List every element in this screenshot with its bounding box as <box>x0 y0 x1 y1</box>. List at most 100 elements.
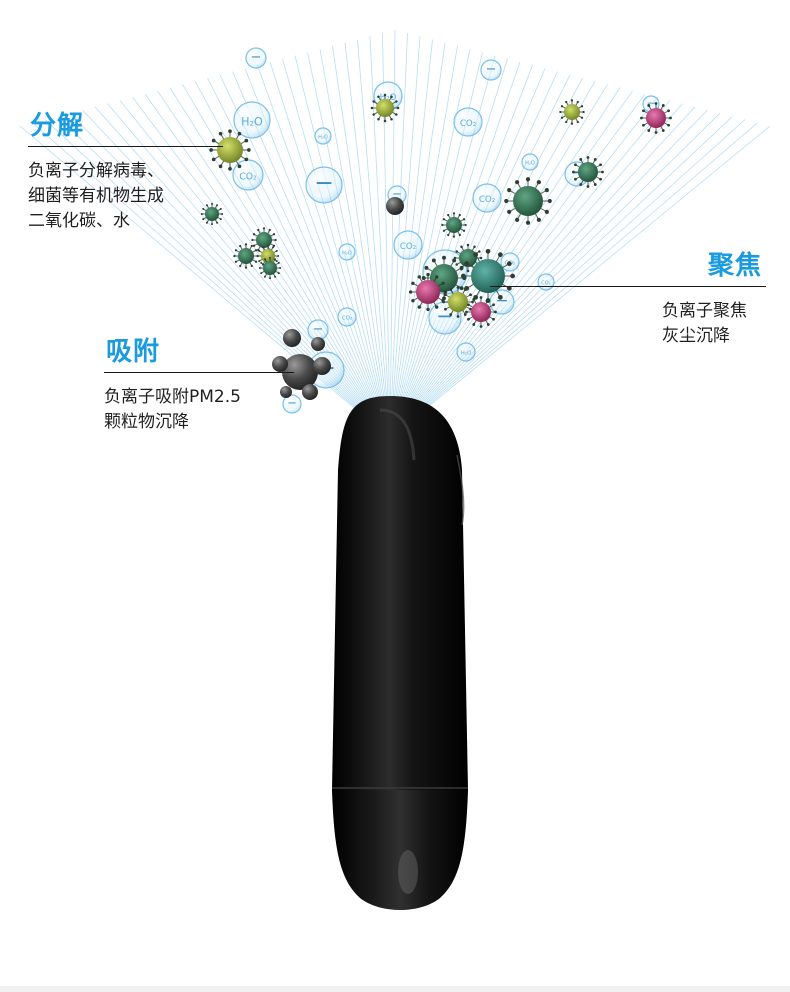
ion-beam-line <box>389 96 658 439</box>
ion-bubble <box>337 307 357 327</box>
ion-beam-line <box>369 36 391 439</box>
ion-beam-line <box>282 58 391 439</box>
ion-bubble <box>338 243 356 261</box>
callout-focus-line: 灰尘沉降 <box>662 326 730 346</box>
virus <box>442 286 474 318</box>
callout-focus-desc: 负离子聚焦 灰尘沉降 <box>490 299 766 349</box>
ion-beam-line <box>319 49 391 439</box>
ion-beam-line <box>389 103 683 439</box>
co2-label: CO₂ <box>342 316 353 322</box>
callout-adsorb-line: 负离子吸附PM2.5 <box>104 387 241 407</box>
h2o-label: H₂O <box>461 351 472 357</box>
negative-ion-label: − <box>392 187 402 201</box>
ion-beam-line <box>182 84 391 439</box>
negative-ion-label: − <box>313 322 324 337</box>
negative-ion-label: − <box>647 97 656 109</box>
ion-beam-line <box>244 68 391 439</box>
ion-beam-line <box>389 125 771 439</box>
ion-bubble <box>233 101 271 139</box>
ion-bubble <box>456 342 476 362</box>
virus <box>258 256 282 280</box>
callout-adsorb-line: 颗粒物沉降 <box>104 412 189 432</box>
h2o-label: H₂O <box>318 134 328 140</box>
virus <box>441 212 467 238</box>
virus <box>200 202 224 226</box>
h2o-label: H₂O <box>342 250 352 256</box>
ion-beam-line <box>332 45 391 439</box>
callout-adsorb-desc: 负离子吸附PM2.5 颗粒物沉降 <box>104 385 314 435</box>
negative-ion-label: − <box>314 168 334 196</box>
h2o-label: H₂O <box>380 93 397 103</box>
ion-beam-line <box>389 106 696 439</box>
callout-decompose-line: 二氧化碳、水 <box>28 211 130 231</box>
co2-label: CO₂ <box>479 195 495 205</box>
callout-adsorb-rule <box>104 372 294 373</box>
ion-beam-line <box>389 81 596 439</box>
ion-bubble <box>521 153 539 171</box>
callout-decompose-line: 负离子分解病毒、 <box>28 161 164 181</box>
ion-beam-line <box>389 65 533 439</box>
ion-beam-line <box>389 116 733 439</box>
virus <box>465 296 497 328</box>
ion-beam-line <box>269 61 391 439</box>
virus <box>408 272 448 312</box>
ion-bubble <box>393 230 423 260</box>
ion-beam-line <box>169 87 391 439</box>
virus <box>559 99 585 125</box>
callout-decompose: 分解 负离子分解病毒、 细菌等有机物生成 二氧化碳、水 <box>28 110 258 234</box>
device-body <box>332 396 468 798</box>
co2-label: CO₂ <box>400 242 416 252</box>
ionizer-device <box>332 396 468 910</box>
ion-beam-line <box>389 122 758 439</box>
ion-beam-line <box>119 100 391 439</box>
ion-bubble <box>453 107 483 137</box>
pm-particle <box>302 384 318 400</box>
pm-particle <box>311 337 325 351</box>
ion-bubble <box>489 289 515 315</box>
ion-bubble <box>314 127 332 145</box>
ion-beam-line <box>389 77 583 439</box>
negative-ion-label: − <box>251 50 262 65</box>
ion-beam-line <box>344 42 391 439</box>
ion-beam-line <box>389 100 671 439</box>
ion-bubble <box>245 47 267 69</box>
ion-beam-line <box>389 61 521 439</box>
virus <box>640 102 672 134</box>
negative-ion-label: − <box>486 62 497 77</box>
virus <box>504 177 552 225</box>
negative-ion-label: − <box>287 396 297 410</box>
callout-adsorb: 吸附 负离子吸附PM2.5 颗粒物沉降 <box>104 336 314 435</box>
callout-focus: 聚焦 负离子聚焦 灰尘沉降 <box>490 250 766 349</box>
ion-beam-line <box>257 65 391 439</box>
callout-decompose-line: 细菌等有机物生成 <box>28 186 164 206</box>
callout-adsorb-title: 吸附 <box>106 337 161 367</box>
virus <box>370 93 400 123</box>
virus-group <box>200 93 672 328</box>
device-cap-glint <box>398 850 418 894</box>
pm-particle <box>386 197 404 215</box>
pm-particle <box>282 354 318 390</box>
virus <box>572 156 604 188</box>
callout-focus-line: 负离子聚焦 <box>662 301 747 321</box>
pm-particle <box>283 329 301 347</box>
ion-beam-line <box>207 77 391 439</box>
device-side-groove <box>456 454 465 526</box>
h2o-label: H₂O <box>241 115 263 128</box>
callout-focus-title: 聚焦 <box>707 251 762 281</box>
ion-bubble <box>282 394 302 414</box>
device-cap <box>332 790 468 910</box>
pm-particle <box>280 386 292 398</box>
callout-focus-rule <box>490 286 766 287</box>
callout-decompose-rule <box>28 146 223 147</box>
pm-particle <box>313 357 331 375</box>
ion-beam-line <box>389 84 608 439</box>
ion-beam-line <box>357 39 391 439</box>
bottom-band <box>0 986 790 992</box>
virus <box>460 248 516 304</box>
pm-particle-cluster <box>272 197 404 400</box>
virus <box>233 243 259 269</box>
co2-label: CO₂ <box>541 280 550 286</box>
virus <box>209 129 251 171</box>
